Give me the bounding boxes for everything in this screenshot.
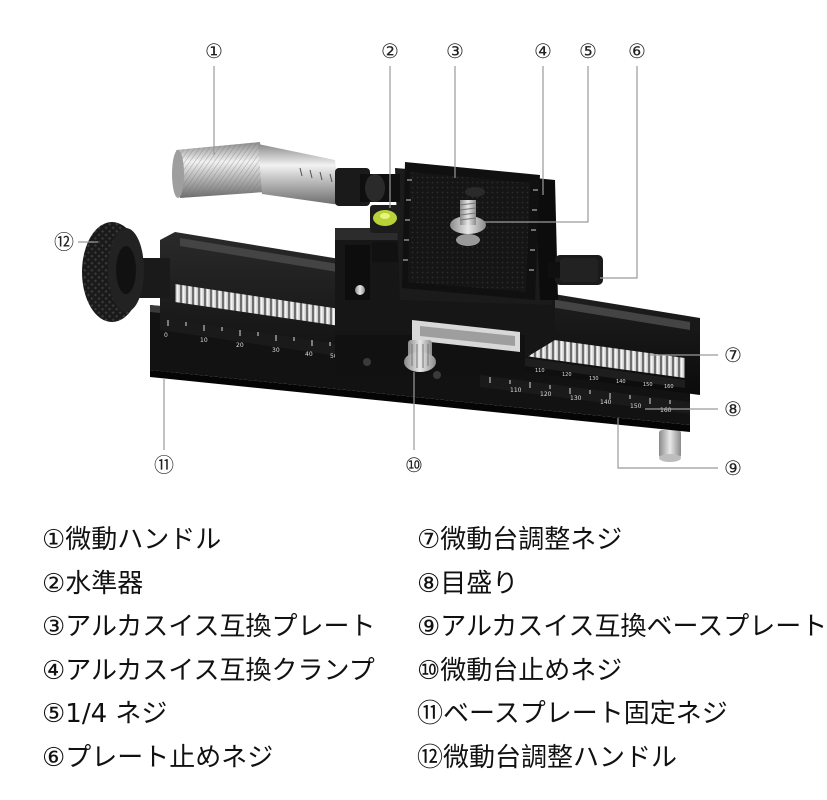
callout-4: ④	[534, 39, 552, 63]
callout-6: ⑥	[628, 39, 646, 63]
quarter-inch-screw	[450, 200, 486, 246]
scale-label: 20	[236, 342, 244, 349]
legend-item: ②水準器	[42, 568, 144, 599]
legend-item: ⑥プレート止めネジ	[42, 742, 274, 773]
callouts: ① ② ③ ④ ⑤ ⑥ ⑦ ⑧ ⑨ ⑩ ⑪ ⑫	[54, 39, 742, 480]
scale-label: 120	[562, 372, 572, 378]
callout-11: ⑪	[154, 453, 174, 477]
legend-item: ④アルカスイス互換クランプ	[42, 655, 375, 686]
scale-label: 110	[510, 387, 522, 394]
scale-label: 130	[589, 376, 599, 382]
scale-label: 150	[630, 403, 642, 410]
leader-lines	[78, 66, 718, 469]
scale-strip-front-right: 110 120 130 140 150 160	[480, 375, 690, 414]
callout-9: ⑨	[724, 456, 742, 480]
parts-legend: ①微動ハンドル ②水準器 ③アルカスイス互換プレート ④アルカスイス互換クランプ…	[0, 505, 827, 800]
foot-right	[659, 430, 681, 462]
legend-item: ③アルカスイス互換プレート	[42, 612, 376, 642]
callout-3: ③	[446, 39, 464, 63]
scale-label: 110	[535, 368, 545, 374]
carriage-lock	[363, 320, 520, 379]
scale-strip-rear: 110 120 130 140 150 160	[525, 358, 685, 390]
callout-1: ①	[205, 39, 223, 63]
legend-item: ⑩微動台止めネジ	[417, 655, 623, 686]
callout-8: ⑧	[724, 397, 742, 421]
callout-5: ⑤	[579, 39, 597, 63]
scale-label: 140	[616, 379, 626, 385]
scale-label: 40	[305, 351, 313, 358]
legend-item: ⑫微動台調整ハンドル	[417, 742, 678, 773]
adjustment-handle	[82, 222, 170, 322]
scale-label: 120	[540, 391, 552, 398]
scale-label: 160	[664, 384, 674, 390]
legend-item: ⑨アルカスイス互換ベースプレート	[417, 612, 827, 642]
legend-item: ⑤1/4 ネジ	[42, 699, 168, 729]
callout-2: ②	[381, 39, 399, 63]
scale-label: 50	[330, 353, 338, 360]
legend-column-left: ①微動ハンドル ②水準器 ③アルカスイス互換プレート ④アルカスイス互換クランプ…	[42, 519, 376, 780]
legend-item: ⑪ベースプレート固定ネジ	[417, 699, 728, 729]
scale-label: 10	[200, 337, 208, 344]
legend-column-right: ⑦微動台調整ネジ ⑧目盛り ⑨アルカスイス互換ベースプレート ⑩微動台止めネジ …	[417, 519, 827, 780]
scale-label: 150	[643, 382, 653, 388]
scale-label: 0	[164, 332, 168, 339]
bubble-level	[370, 205, 400, 233]
callout-12: ⑫	[54, 230, 74, 254]
scale-label: 30	[272, 347, 280, 354]
scale-strip-front-left: 0 10 20 30 40 50	[160, 318, 345, 360]
scale-label: 130	[570, 395, 582, 402]
lead-screw	[175, 284, 685, 378]
callout-10: ⑩	[405, 453, 423, 477]
micrometer-handle	[172, 142, 400, 206]
scale-label: 140	[600, 399, 612, 406]
callout-7: ⑦	[724, 343, 742, 367]
scale-label: 160	[660, 407, 672, 414]
legend-item: ⑦微動台調整ネジ	[417, 525, 623, 555]
product-diagram: 0 10 20 30 40 50 110 120 130 140 150 160…	[54, 39, 742, 480]
legend-item: ⑧目盛り	[417, 568, 519, 599]
legend-item: ①微動ハンドル	[42, 525, 222, 555]
plate-lock-knob	[548, 255, 603, 285]
